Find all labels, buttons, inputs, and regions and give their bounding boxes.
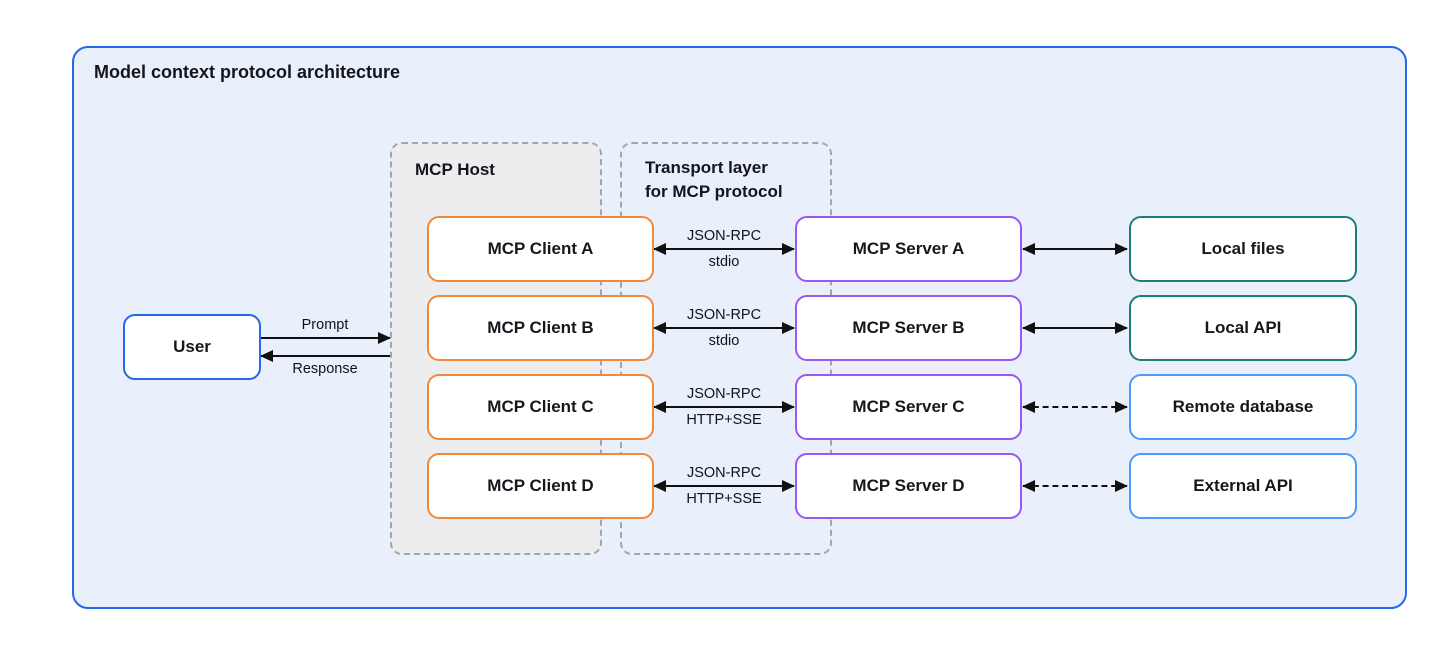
arrowhead-right-icon [782,401,795,413]
arrowhead-left-icon [653,322,666,334]
arrowhead-right-icon [1115,243,1128,255]
mcp-client-b-label: MCP Client B [487,318,594,337]
resource-remote-database-label: Remote database [1172,397,1314,416]
user-node: User [123,314,261,380]
arrowhead-right-icon [782,322,795,334]
arrowhead-left-icon [653,243,666,255]
mcp-server-d-label: MCP Server D [852,476,965,495]
mcp-server-c-node: MCP Server C [795,374,1022,440]
arrowhead-right-icon [1115,401,1128,413]
link-channel-label-a: stdio [708,254,740,270]
arrowhead-right-icon [782,243,795,255]
arrowhead-right-icon [782,480,795,492]
arrowhead-right-icon [1115,480,1128,492]
mcp-client-a-label: MCP Client A [487,239,594,258]
resource-local-files-node: Local files [1129,216,1357,282]
mcp-host-label: MCP Host [415,160,495,179]
mcp-client-a-node: MCP Client A [427,216,654,282]
link-protocol-label-c: JSON-RPC [686,386,762,402]
link-protocol-label-b: JSON-RPC [686,307,762,323]
link-protocol-label-d: JSON-RPC [686,465,762,481]
arrowhead-left-icon [1022,322,1035,334]
prompt-arrow [261,332,391,344]
resource-external-api-node: External API [1129,453,1357,519]
mcp-client-c-label: MCP Client C [487,397,594,416]
mcp-client-d-label: MCP Client D [487,476,594,495]
mcp-client-b-node: MCP Client B [427,295,654,361]
resource-local-api-label: Local API [1204,318,1282,337]
link-channel-label-d: HTTP+SSE [686,491,762,507]
mcp-server-c-label: MCP Server C [852,397,965,416]
resource-local-files-label: Local files [1201,239,1285,258]
arrowhead-left-icon [260,350,273,362]
mcp-server-b-node: MCP Server B [795,295,1022,361]
arrowhead-left-icon [1022,243,1035,255]
mcp-server-b-label: MCP Server B [852,318,965,337]
resource-remote-database-node: Remote database [1129,374,1357,440]
server-resource-link-b [1022,322,1128,334]
mcp-client-c-node: MCP Client C [427,374,654,440]
arrowhead-left-icon [1022,401,1035,413]
response-arrow [260,350,390,362]
resource-external-api-label: External API [1193,476,1293,495]
arrowhead-right-icon [1115,322,1128,334]
link-channel-label-c: HTTP+SSE [686,412,762,428]
diagram-title: Model context protocol architecture [94,62,401,82]
server-resource-link-c [1022,401,1128,413]
mcp-server-a-node: MCP Server A [795,216,1022,282]
server-resource-link-d [1022,480,1128,492]
transport-layer-label: Transport layer for MCP protocol [645,158,783,201]
client-server-link-c [653,401,795,413]
client-server-link-a [653,243,795,255]
server-resource-link-a [1022,243,1128,255]
link-protocol-label-a: JSON-RPC [686,228,762,244]
arrowhead-right-icon [378,332,391,344]
mcp-client-d-node: MCP Client D [427,453,654,519]
arrowhead-left-icon [1022,480,1035,492]
client-server-link-d [653,480,795,492]
link-channel-label-b: stdio [708,333,740,349]
prompt-label: Prompt [301,317,349,333]
arrowhead-left-icon [653,401,666,413]
mcp-server-d-node: MCP Server D [795,453,1022,519]
client-server-link-b [653,322,795,334]
arrowhead-left-icon [653,480,666,492]
resource-local-api-node: Local API [1129,295,1357,361]
user-node-label: User [173,337,211,356]
mcp-server-a-label: MCP Server A [852,239,965,258]
response-label: Response [292,361,358,377]
